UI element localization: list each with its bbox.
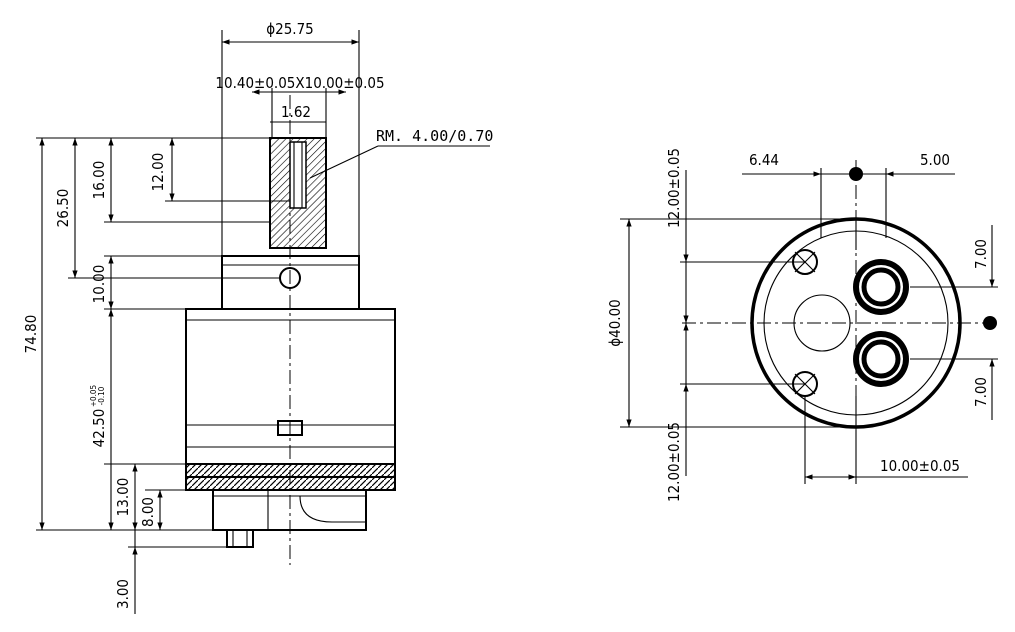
thread-leader <box>309 145 379 179</box>
dim-12-bot: 12.00±0.05 <box>665 422 683 502</box>
dim-h42-tol-minus: -0.10 <box>97 386 106 405</box>
dim-top-diameter: ϕ25.75 <box>266 20 314 38</box>
dim-thread: RM. 4.00/0.70 <box>376 127 493 145</box>
reference-dot-right <box>983 316 997 330</box>
dim-h13: 13.00 <box>114 478 132 517</box>
dim-d40: ϕ40.00 <box>606 299 624 347</box>
side-view: ϕ25.75 10.40±0.05X10.00±0.05 1.62 RM. 4.… <box>22 20 493 614</box>
bottom-view: 6.44 5.00 ϕ40.00 12.00±0.05 12.00±0.05 7… <box>606 148 1000 502</box>
dim-10: 10.00±0.05 <box>880 457 960 475</box>
dim-h42-tol-plus: +0.05 <box>89 385 98 407</box>
dim-spline: 10.40±0.05X10.00±0.05 <box>215 74 384 92</box>
dim-12-top: 12.00±0.05 <box>665 148 683 228</box>
dim-h3: 3.00 <box>114 579 132 609</box>
port-bottom <box>853 331 909 387</box>
dim-7-bot: 7.00 <box>972 377 990 407</box>
dim-5: 5.00 <box>920 151 950 169</box>
dim-7-top: 7.00 <box>972 239 990 269</box>
dim-644: 6.44 <box>749 151 779 169</box>
stem-thread-bore <box>289 141 307 209</box>
dim-flat: 1.62 <box>281 103 311 121</box>
dim-h8: 8.00 <box>139 497 157 527</box>
dim-h12: 12.00 <box>149 153 167 192</box>
dim-h10: 10.00 <box>90 265 108 304</box>
locating-pin <box>226 529 254 548</box>
dim-h74: 74.80 <box>22 315 40 354</box>
dim-h26: 26.50 <box>54 189 72 228</box>
dim-h16: 16.00 <box>90 161 108 200</box>
dim-h42: 42.50 <box>90 409 108 448</box>
port-top <box>853 259 909 315</box>
